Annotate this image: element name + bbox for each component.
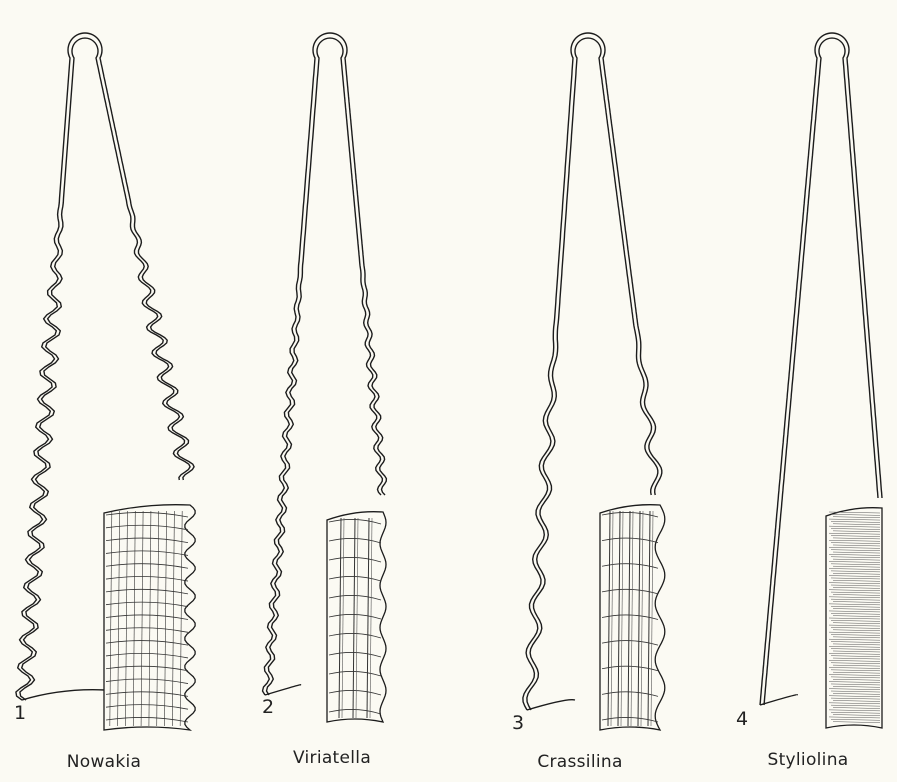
figure-1-number: 1 <box>14 702 26 724</box>
viriatella-detail-panel <box>327 512 386 722</box>
figure-2-number: 2 <box>262 696 274 718</box>
figure-4-label: Styliolina <box>767 750 848 770</box>
figure-3-label: Crassilina <box>537 752 622 772</box>
figure-2-label: Viriatella <box>293 748 371 768</box>
crassilina-detail-panel <box>600 505 665 730</box>
nowakia-detail-panel <box>104 505 195 730</box>
figure-1-label: Nowakia <box>67 752 142 772</box>
figure-4-number: 4 <box>736 708 748 730</box>
styliolina-detail-panel <box>826 508 882 728</box>
figure-3-number: 3 <box>512 712 524 734</box>
